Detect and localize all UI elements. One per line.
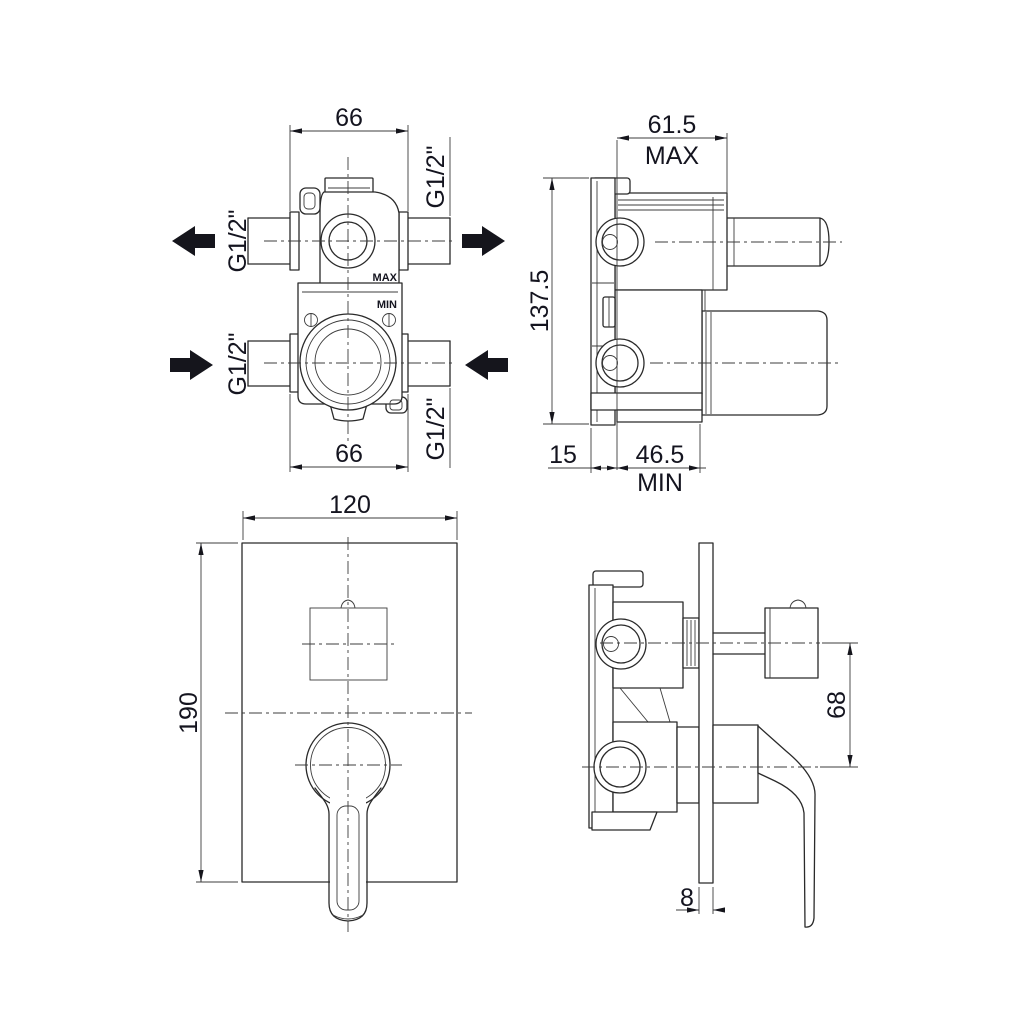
dim-depth-max: 61.5 MAX [617, 111, 728, 196]
flow-arrow-in-right-icon [465, 350, 508, 380]
dim-body-height-label: 137.5 [526, 270, 554, 333]
thread-label-top-right: G1/2" [422, 145, 450, 208]
flow-arrow-right-icon [462, 226, 505, 256]
thread-label-top-left: G1/2" [224, 209, 252, 272]
valve-body-side [590, 177, 830, 426]
trim-plate-side [698, 542, 714, 884]
dim-plate-height: 190 [175, 542, 238, 883]
flow-arrow-in-left-icon [170, 350, 213, 380]
dim-depth-max-label: 61.5 [648, 111, 697, 139]
dim-width-top-label: 66 [335, 104, 363, 132]
dim-axis-spacing-label: 68 [823, 691, 851, 719]
dim-plate-width-label: 120 [329, 491, 371, 519]
body-mark-max: MAX [373, 272, 398, 284]
dim-depth-min: 15 46.5 MIN [548, 424, 706, 497]
dim-offset-front-label: 15 [549, 441, 577, 469]
bracket-foot [590, 392, 703, 411]
view-rough-in-front: MAX MIN G1/2" G1/2" G1/2" G1/2" 66 [170, 104, 508, 472]
diverter-knob-side [712, 599, 819, 679]
dim-width-top: 66 [289, 104, 409, 211]
lever-handle-side [712, 724, 816, 928]
bracket-foot-side [591, 811, 658, 831]
rear-pipe [726, 217, 830, 267]
dim-depth-min-suffix: MIN [637, 469, 683, 497]
dim-plate-width: 120 [242, 491, 458, 540]
dim-depth-max-suffix: MAX [645, 142, 700, 170]
flow-arrow-left-icon [172, 226, 215, 256]
valve-body-front: MAX MIN [297, 177, 408, 422]
dim-plate-height-label: 190 [175, 692, 203, 734]
view-trim-side: 68 8 [582, 542, 858, 928]
diverter-button-dome [340, 599, 356, 609]
view-trim-front: 120 190 [175, 491, 472, 932]
valve-body-side-trim [588, 570, 700, 831]
dim-axis-spacing: 68 [820, 642, 858, 768]
dim-width-bottom-label: 66 [335, 440, 363, 468]
thread-label-bottom-left: G1/2" [224, 332, 252, 395]
dim-plate-thickness-label: 8 [680, 884, 694, 912]
lever-blade-side [757, 725, 816, 928]
dim-depth-min-label: 46.5 [636, 441, 685, 469]
dim-plate-thickness: 8 [676, 884, 725, 914]
dim-body-height: 137.5 [526, 177, 589, 425]
dim-width-bottom: 66 [289, 394, 409, 472]
thread-label-bottom-right: G1/2" [422, 397, 450, 460]
body-mark-min: MIN [377, 299, 397, 311]
view-rough-in-side: 61.5 MAX 137.5 15 46.5 MIN [526, 111, 842, 497]
handle-hub [712, 724, 759, 804]
